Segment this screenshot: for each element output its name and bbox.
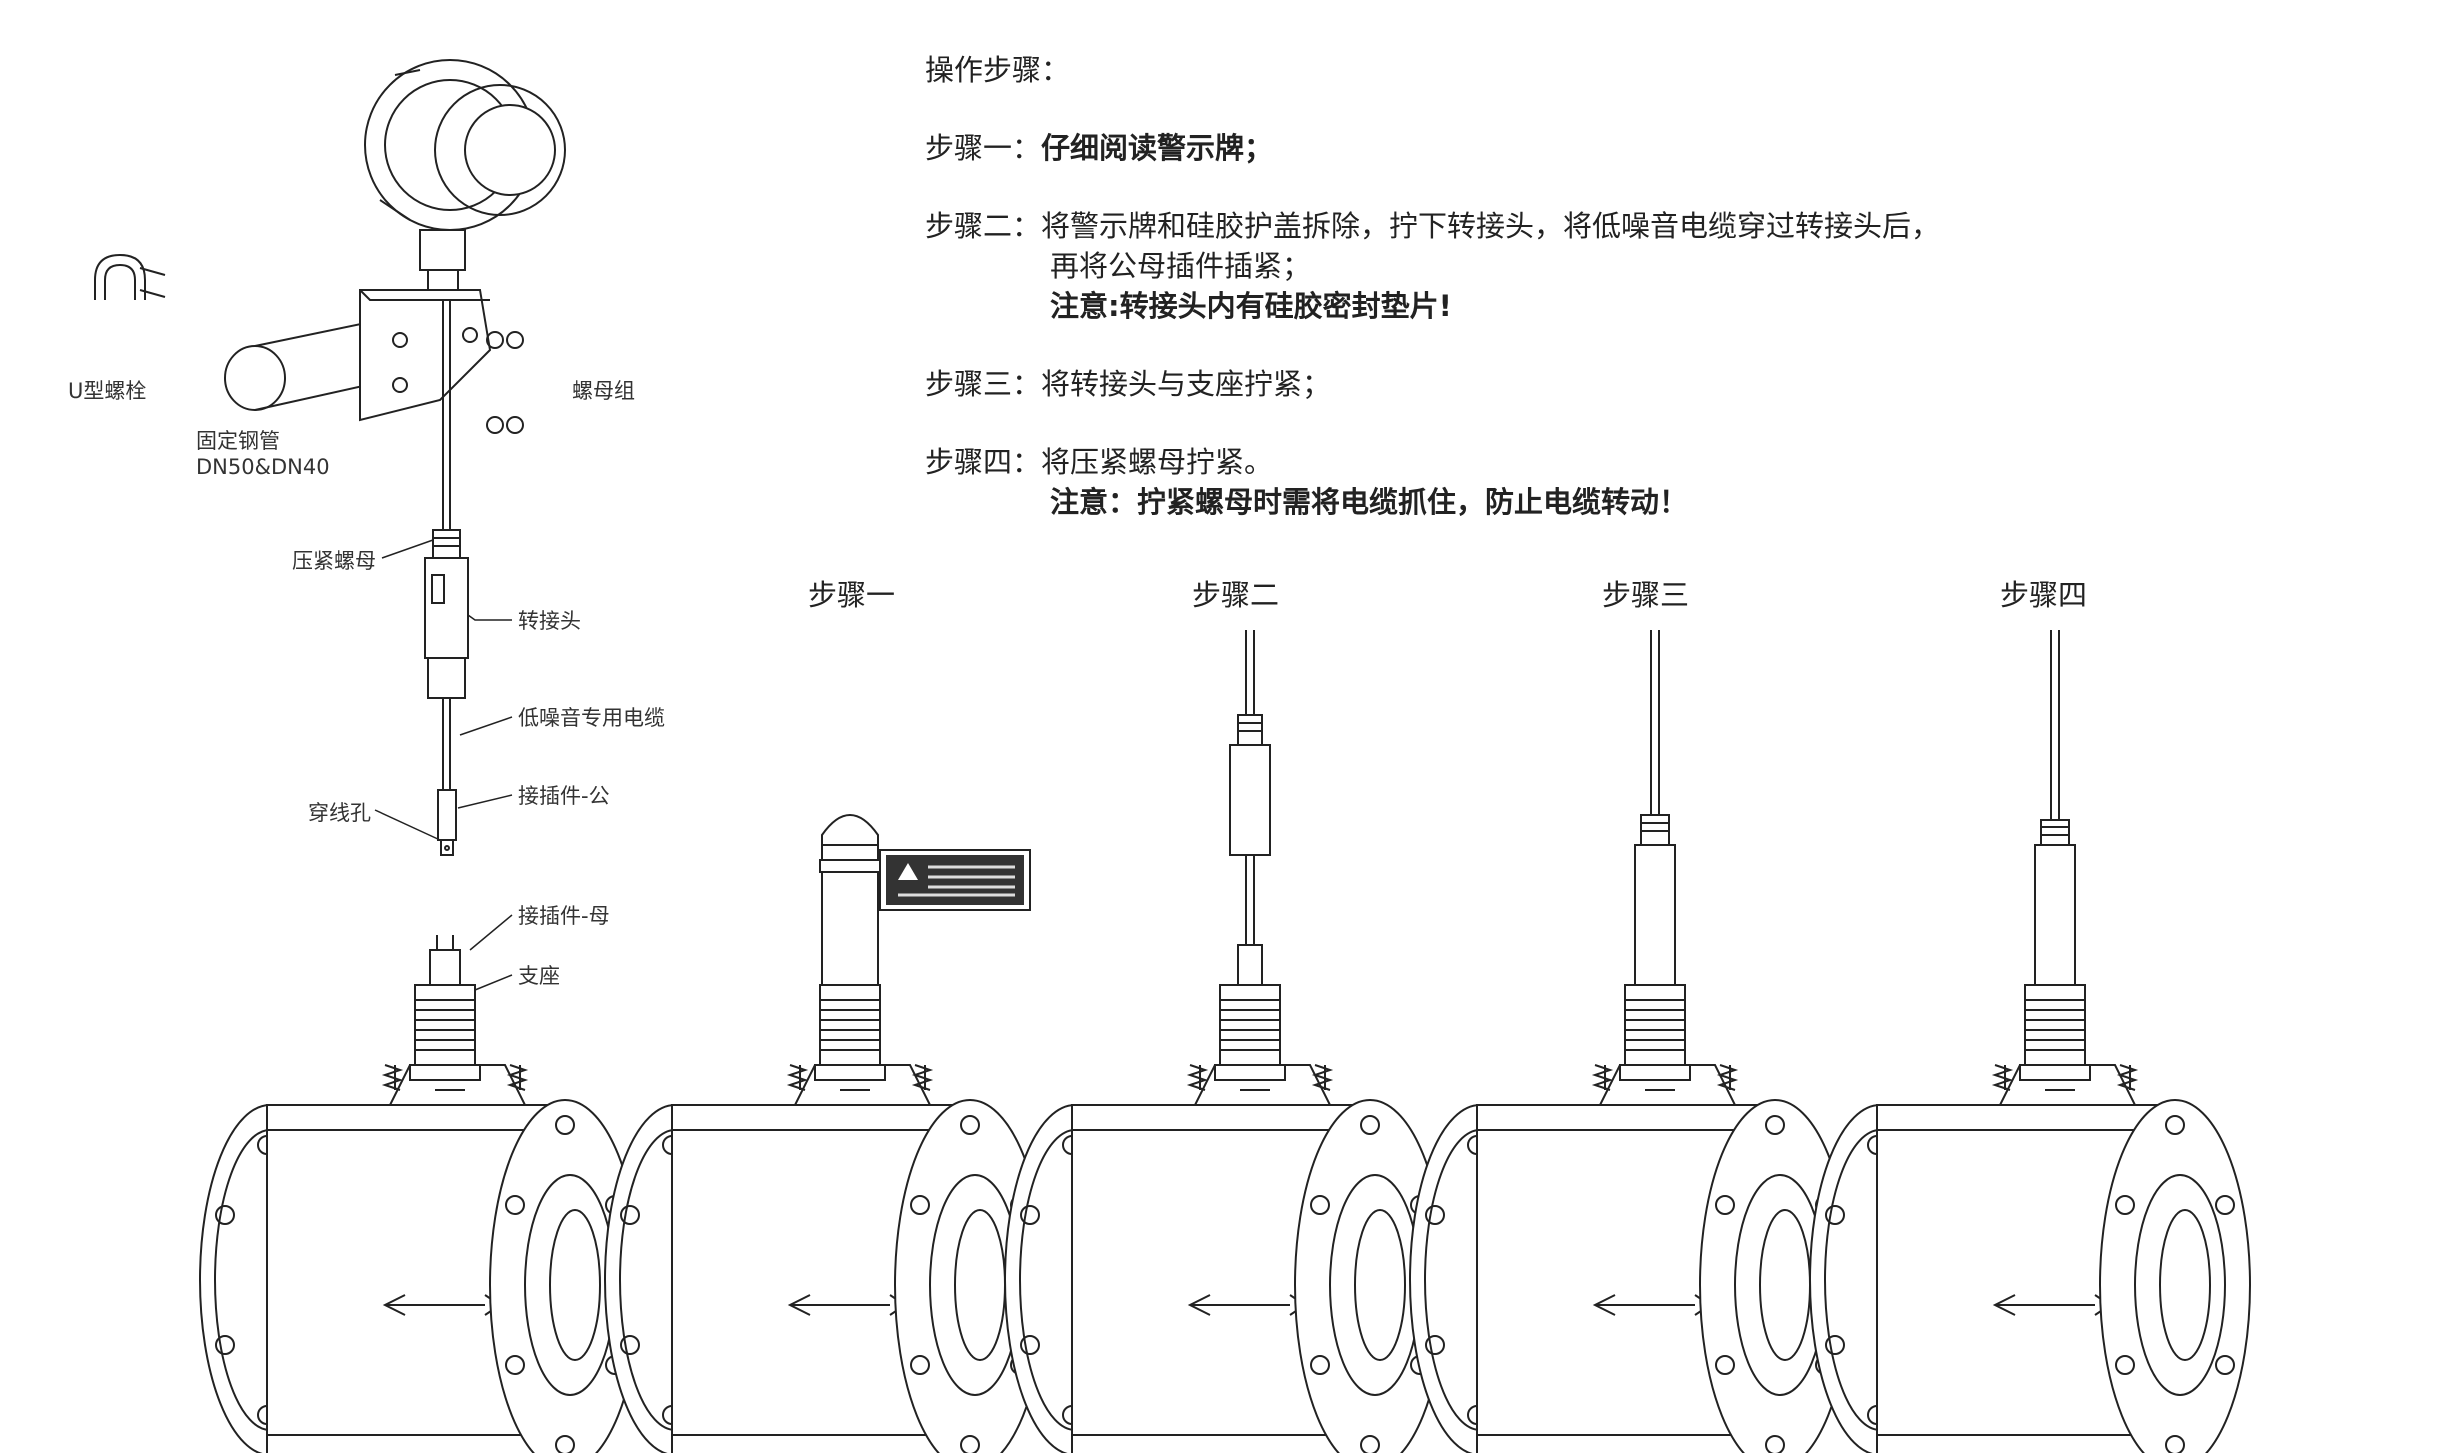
- adapter-label: 转接头: [518, 609, 581, 633]
- step-2-prefix: 步骤二：: [925, 209, 1042, 243]
- instructions: 操作步骤： 步骤一：仔细阅读警示牌； 步骤二：将警示牌和硅胶护盖拆除，拧下转接头…: [925, 50, 2425, 522]
- step-1-text: 仔细阅读警示牌；: [1041, 131, 1274, 165]
- compression-nut-label: 压紧螺母: [292, 549, 376, 573]
- step-1-row: 步骤一：仔细阅读警示牌；: [925, 128, 2425, 168]
- step-1-caption: 步骤一: [808, 578, 895, 612]
- nut-set: [486, 331, 524, 434]
- step-4-row: 步骤四：将压紧螺母拧紧。: [925, 442, 2425, 482]
- exploded-stem: [424, 300, 469, 856]
- step-4-caption: 步骤四: [2000, 578, 2087, 612]
- valve-step-2: [1004, 630, 1446, 1453]
- support-seat-label: 支座: [518, 964, 560, 988]
- step-4-prefix: 步骤四：: [925, 445, 1042, 479]
- step-2-caption: 步骤二: [1192, 578, 1279, 612]
- step-3-text: 将转接头与支座拧紧；: [1041, 367, 1332, 401]
- valve-step-1: [604, 814, 1046, 1453]
- step-4-text: 将压紧螺母拧紧。: [1041, 445, 1274, 479]
- mounting-bracket: [359, 289, 492, 422]
- female-connector-label: 接插件-母: [518, 904, 610, 928]
- instructions-heading: 操作步骤：: [925, 53, 1071, 87]
- pipe-size-label: DN50&DN40: [196, 455, 330, 479]
- step-2-row: 步骤二：将警示牌和硅胶护盖拆除，拧下转接头，将低噪音电缆穿过转接头后，: [925, 206, 2425, 246]
- valve-step-3: [1409, 630, 1851, 1453]
- threading-hole-label: 穿线孔: [308, 801, 371, 825]
- step-2-note: 注意:转接头内有硅胶密封垫片!: [1050, 289, 1452, 323]
- step-3-row: 步骤三：将转接头与支座拧紧；: [925, 364, 2425, 404]
- nut-set-label: 螺母组: [572, 379, 635, 403]
- fixed-pipe-label: 固定钢管: [196, 429, 280, 453]
- transmitter-housing: [364, 59, 566, 301]
- u-bolt-label: U型螺栓: [68, 379, 146, 403]
- leader-lines: [374, 539, 513, 991]
- warning-sign: [879, 849, 1031, 911]
- step-3-prefix: 步骤三：: [925, 367, 1042, 401]
- valve-step-4: [1809, 630, 2251, 1453]
- step-4-note: 注意：拧紧螺母时需将电缆抓住，防止电缆转动！: [1050, 485, 1689, 519]
- step-3-caption: 步骤三: [1602, 578, 1689, 612]
- step-2-line-1: 将警示牌和硅胶护盖拆除，拧下转接头，将低噪音电缆穿过转接头后，: [1041, 209, 1941, 243]
- step-1-prefix: 步骤一：: [925, 131, 1042, 165]
- cable-label: 低噪音专用电缆: [518, 706, 665, 730]
- u-bolt: [94, 253, 166, 300]
- step-2-line-2: 再将公母插件插紧；: [1050, 249, 1312, 283]
- valve-exploded: [199, 935, 641, 1453]
- male-connector-label: 接插件-公: [518, 784, 610, 808]
